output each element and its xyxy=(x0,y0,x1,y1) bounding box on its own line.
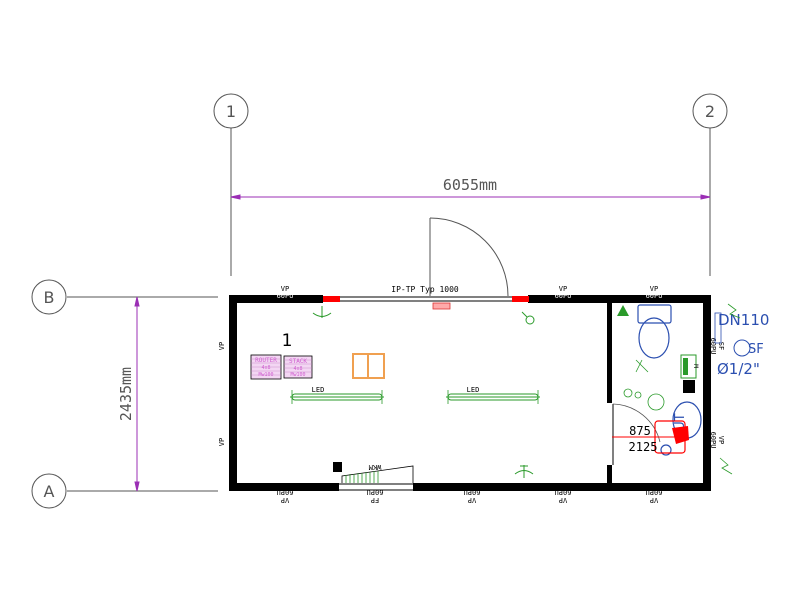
drain-label: DN110 xyxy=(718,311,769,329)
tag-wkm: WKM xyxy=(369,463,382,471)
equipment-box-2: STACK 4x8 Mw100 xyxy=(283,355,313,379)
grid-label-a: A xyxy=(44,482,55,501)
grid-bubble-a: A xyxy=(31,473,67,509)
ut-label: UT xyxy=(673,413,688,431)
equipment-box-1: ROUTER 4x8 Mw100 xyxy=(250,354,282,380)
value-875: 875 xyxy=(629,424,651,438)
tag-vp-top-3: VP xyxy=(650,285,658,293)
door-label: IP-TP Typ 1000 xyxy=(391,285,459,294)
equipment-box-1-line-2: 4x8 xyxy=(261,365,270,371)
tag-vp-top-2: VP xyxy=(559,285,567,293)
grid-bubble-b: B xyxy=(31,279,67,315)
tag-pu-top-2: 60PU xyxy=(555,292,572,300)
height-dimension-label: 2435mm xyxy=(117,367,135,421)
switch-symbol-bottom xyxy=(514,465,534,478)
socket-symbol-top xyxy=(521,311,535,325)
tag-vp-bottom-5: VP xyxy=(650,496,658,504)
tag-pu-top-1: 60PU xyxy=(277,292,294,300)
drain-annotation: DN110 SF Ø1/2" xyxy=(714,303,769,475)
outlet-marker xyxy=(333,462,342,472)
equipment-box-1-line-3: Mw100 xyxy=(258,372,273,378)
grid-bubble-2: 2 xyxy=(692,93,728,129)
entrance-door xyxy=(323,217,529,310)
pipe-size-label: Ø1/2" xyxy=(717,360,760,378)
tag-vp-left-2: VP xyxy=(218,438,226,446)
grid-bubble-1: 1 xyxy=(213,93,249,129)
walls xyxy=(229,295,711,491)
wall-tags: VP 60PU VP 60PU VP 60PU 60PU VP 60PU FP … xyxy=(218,285,725,504)
valve-block xyxy=(683,380,695,393)
tag-vp-bottom-1: VP xyxy=(281,496,289,504)
tag-pu-bottom-3: 60PU xyxy=(464,488,481,496)
width-dimension xyxy=(230,194,711,200)
led-label-right: LED xyxy=(467,386,480,394)
width-dimension-label: 6055mm xyxy=(443,176,497,194)
tag-pu-left-1: 60PU xyxy=(228,338,236,355)
tag-sf-right: SF xyxy=(717,342,725,350)
sf-circle-label: SF xyxy=(748,342,764,357)
tag-vp-top-1: VP xyxy=(281,285,289,293)
tag-vp-left-1: VP xyxy=(218,342,226,350)
tag-pu-left-2: 60PU xyxy=(228,434,236,451)
equipment-box-1-line-1: ROUTER xyxy=(255,357,277,364)
window-symbol xyxy=(352,353,385,379)
tag-pu-right-2: 60PU xyxy=(709,432,717,449)
led-light-right: LED xyxy=(446,386,540,404)
toilet-icon xyxy=(637,304,672,359)
grid-label-b: B xyxy=(44,288,55,307)
led-light-left: LED xyxy=(290,386,384,404)
tag-fp-bottom: FP xyxy=(371,496,379,504)
tag-pu-bottom-2: 60PU xyxy=(367,488,384,496)
grid-label-1: 1 xyxy=(226,102,236,121)
equipment-box-2-line-1: STACK xyxy=(289,358,307,365)
drain-symbol xyxy=(647,393,665,411)
tag-vp-bottom-3: VP xyxy=(468,496,476,504)
tag-pu-bottom-1: 60PU xyxy=(277,488,294,496)
tag-pu-right-1: 60PU xyxy=(709,338,717,355)
bottom-opening xyxy=(333,462,414,491)
bathroom-fixtures: M UT 875 2125 xyxy=(612,304,702,465)
tag-vp-right-2: VP xyxy=(717,436,725,444)
equipment-box-2-line-3: Mw100 xyxy=(290,372,305,378)
grid-label-2: 2 xyxy=(705,102,715,121)
tag-pu-bottom-4: 60PU xyxy=(555,488,572,496)
warning-triangle-icon xyxy=(617,305,629,316)
equipment-box-2-line-2: 4x8 xyxy=(293,366,302,372)
pipe-tag-m: M xyxy=(692,364,699,368)
pipe-connection: M xyxy=(680,354,699,393)
height-dimension xyxy=(134,296,140,492)
tag-pu-top-3: 60PU xyxy=(646,292,663,300)
grid-lines xyxy=(67,128,711,492)
switch-symbol-top xyxy=(312,306,332,318)
tag-pu-bottom-5: 60PU xyxy=(646,488,663,496)
room-number: 1 xyxy=(282,331,293,351)
led-label-left: LED xyxy=(312,386,325,394)
value-2125: 2125 xyxy=(629,440,658,454)
tag-vp-bottom-4: VP xyxy=(559,496,567,504)
